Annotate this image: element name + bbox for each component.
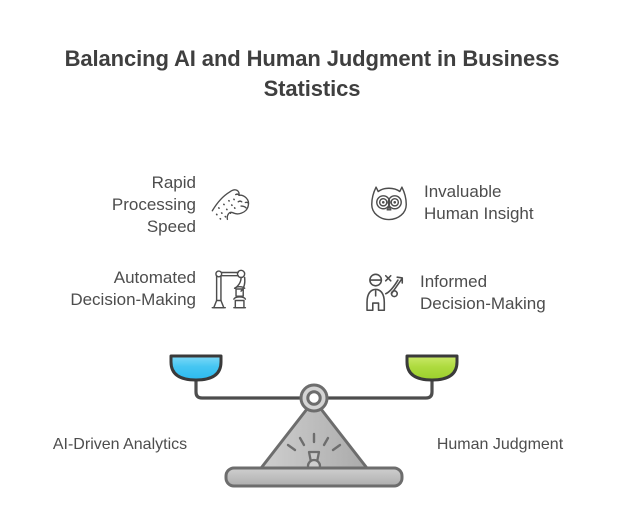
feature-label-automated-decision-making: Automated Decision-Making <box>70 268 196 309</box>
label-human-judgment: Human Judgment <box>436 436 564 453</box>
feature-label-rapid-processing-speed: Rapid Processing Speed <box>111 173 196 236</box>
scale-fulcrum <box>299 383 329 413</box>
scale-pan-left <box>169 354 223 382</box>
feature-label-invaluable-human-insight: Invaluable Human Insight <box>424 182 534 223</box>
feature-automated-decision-making: Automated Decision-Making <box>12 266 254 312</box>
feature-label-informed-decision-making: Informed Decision-Making <box>420 272 546 313</box>
feature-grid: Rapid Processing Speed <box>0 160 624 345</box>
feature-informed-decision-making: Informed Decision-Making <box>362 270 606 316</box>
robotic-arm-icon <box>208 266 254 312</box>
page-title: Balancing AI and Human Judgment in Busin… <box>64 46 560 101</box>
owl-face-icon <box>366 180 412 226</box>
scale-base <box>224 466 404 488</box>
feature-rapid-processing-speed: Rapid Processing Speed <box>42 172 254 238</box>
cheetah-head-icon <box>208 182 254 228</box>
scale-lamp-rays <box>286 432 342 452</box>
person-percent-arrow-icon <box>362 270 408 316</box>
label-ai-driven-analytics: AI-Driven Analytics <box>52 436 188 453</box>
scale-pan-right <box>405 354 459 382</box>
feature-invaluable-human-insight: Invaluable Human Insight <box>366 180 606 226</box>
balance-scale <box>168 348 460 493</box>
